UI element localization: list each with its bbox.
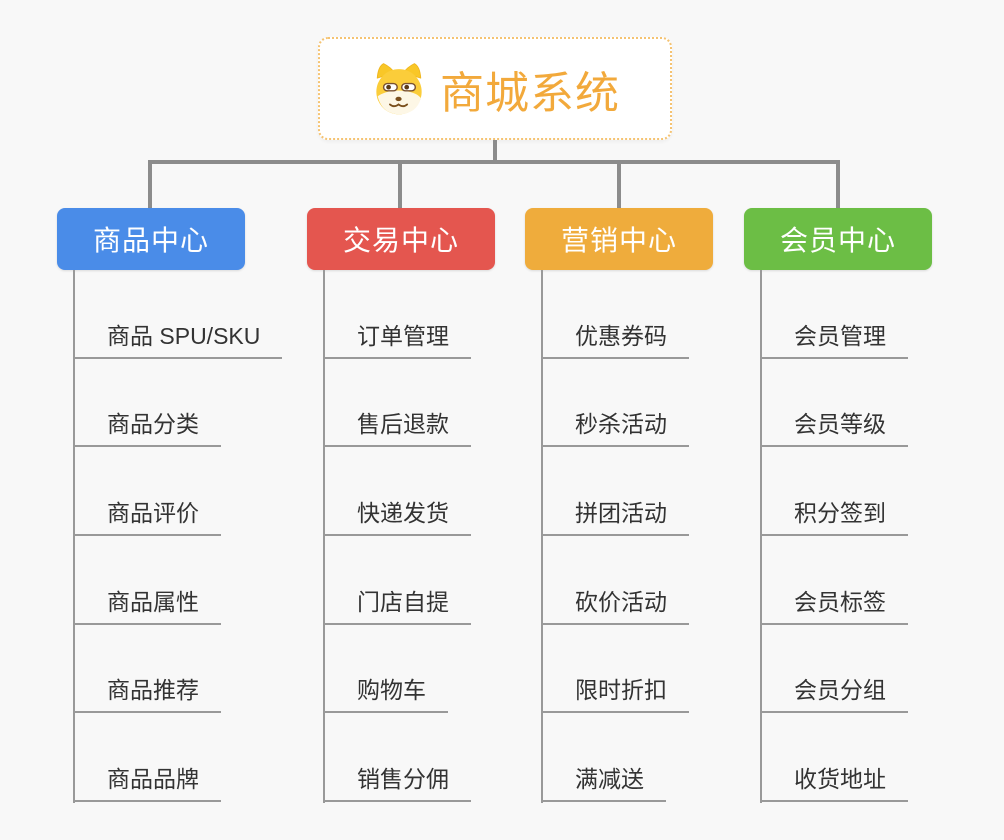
dog-face-icon <box>370 61 428 117</box>
leaf-node-label: 会员等级 <box>762 405 908 448</box>
leaf-node[interactable]: 销售分佣 <box>325 713 547 803</box>
leaf-node[interactable]: 会员分组 <box>762 625 984 714</box>
branch-marketing-center: 营销中心 优惠券码秒杀活动拼团活动砍价活动限时折扣满减送 <box>525 208 765 803</box>
leaf-node-label: 限时折扣 <box>543 671 689 714</box>
leaf-node[interactable]: 满减送 <box>543 713 765 803</box>
branch-trade-center: 交易中心 订单管理售后退款快递发货门店自提购物车销售分佣 <box>307 208 547 803</box>
leaf-node[interactable]: 商品 SPU/SKU <box>75 270 297 359</box>
leaf-node-label: 商品评价 <box>75 494 221 537</box>
leaf-node[interactable]: 商品属性 <box>75 536 297 625</box>
leaf-node-label: 商品推荐 <box>75 671 221 714</box>
branch-header-label: 商品中心 <box>92 225 209 256</box>
branch-drop-line-4 <box>836 160 840 208</box>
branch-bus-line <box>148 160 840 164</box>
leaf-node[interactable]: 售后退款 <box>325 359 547 448</box>
leaf-node[interactable]: 门店自提 <box>325 536 547 625</box>
leaf-node-label: 商品 SPU/SKU <box>75 317 283 359</box>
leaf-node[interactable]: 会员管理 <box>762 270 984 359</box>
branch-header-label: 营销中心 <box>560 225 677 256</box>
branch-leaf-list: 订单管理售后退款快递发货门店自提购物车销售分佣 <box>323 270 547 803</box>
leaf-node[interactable]: 优惠券码 <box>543 270 765 359</box>
leaf-node-label: 收货地址 <box>762 760 908 803</box>
leaf-node-label: 会员管理 <box>762 317 908 359</box>
root-node[interactable]: 商城系统 <box>318 37 672 140</box>
root-connector-line <box>493 140 497 164</box>
branch-header-label: 会员中心 <box>779 225 896 256</box>
leaf-node[interactable]: 会员等级 <box>762 359 984 448</box>
leaf-node-label: 商品属性 <box>75 583 221 625</box>
leaf-node-label: 满减送 <box>543 760 666 803</box>
leaf-node[interactable]: 快递发货 <box>325 447 547 537</box>
leaf-node-label: 秒杀活动 <box>543 405 689 448</box>
leaf-node-label: 订单管理 <box>325 317 471 359</box>
branch-header-member-center[interactable]: 会员中心 <box>744 208 932 270</box>
leaf-node-label: 售后退款 <box>325 405 471 448</box>
root-title: 商城系统 <box>440 68 620 118</box>
leaf-node[interactable]: 会员标签 <box>762 536 984 625</box>
leaf-node-label: 拼团活动 <box>543 494 689 537</box>
leaf-node-label: 会员标签 <box>762 583 908 625</box>
leaf-node-label: 销售分佣 <box>325 760 471 803</box>
leaf-node-label: 商品品牌 <box>75 760 221 803</box>
leaf-node[interactable]: 商品品牌 <box>75 713 297 803</box>
branch-member-center: 会员中心 会员管理会员等级积分签到会员标签会员分组收货地址 <box>744 208 984 803</box>
leaf-node[interactable]: 秒杀活动 <box>543 359 765 448</box>
branch-leaf-list: 商品 SPU/SKU 商品分类商品评价商品属性商品推荐商品品牌 <box>73 270 297 803</box>
leaf-node[interactable]: 拼团活动 <box>543 447 765 537</box>
leaf-node-label: 商品分类 <box>75 405 221 448</box>
leaf-node-label: 门店自提 <box>325 583 471 625</box>
leaf-node-label: 购物车 <box>325 671 448 714</box>
branch-product-center: 商品中心 商品 SPU/SKU 商品分类商品评价商品属性商品推荐商品品牌 <box>57 208 297 803</box>
leaf-node[interactable]: 限时折扣 <box>543 625 765 714</box>
branch-header-marketing-center[interactable]: 营销中心 <box>525 208 713 270</box>
branch-header-label: 交易中心 <box>342 225 459 256</box>
leaf-node-label: 砍价活动 <box>543 583 689 625</box>
branch-header-product-center[interactable]: 商品中心 <box>57 208 245 270</box>
leaf-node-label: 优惠券码 <box>543 317 689 359</box>
leaf-node-label: 快递发货 <box>325 494 471 537</box>
leaf-node[interactable]: 购物车 <box>325 625 547 714</box>
leaf-node[interactable]: 收货地址 <box>762 713 984 803</box>
branch-leaf-list: 优惠券码秒杀活动拼团活动砍价活动限时折扣满减送 <box>541 270 765 803</box>
leaf-node[interactable]: 订单管理 <box>325 270 547 359</box>
leaf-node[interactable]: 砍价活动 <box>543 536 765 625</box>
branch-leaf-list: 会员管理会员等级积分签到会员标签会员分组收货地址 <box>760 270 984 803</box>
leaf-node-label: 积分签到 <box>762 494 908 537</box>
branch-drop-line-2 <box>398 160 402 208</box>
leaf-node[interactable]: 商品推荐 <box>75 625 297 714</box>
leaf-node-label: 会员分组 <box>762 671 908 714</box>
leaf-node[interactable]: 积分签到 <box>762 447 984 537</box>
branch-drop-line-3 <box>617 160 621 208</box>
branch-header-trade-center[interactable]: 交易中心 <box>307 208 495 270</box>
leaf-node[interactable]: 商品评价 <box>75 447 297 537</box>
leaf-node[interactable]: 商品分类 <box>75 359 297 448</box>
branch-drop-line-1 <box>148 160 152 208</box>
